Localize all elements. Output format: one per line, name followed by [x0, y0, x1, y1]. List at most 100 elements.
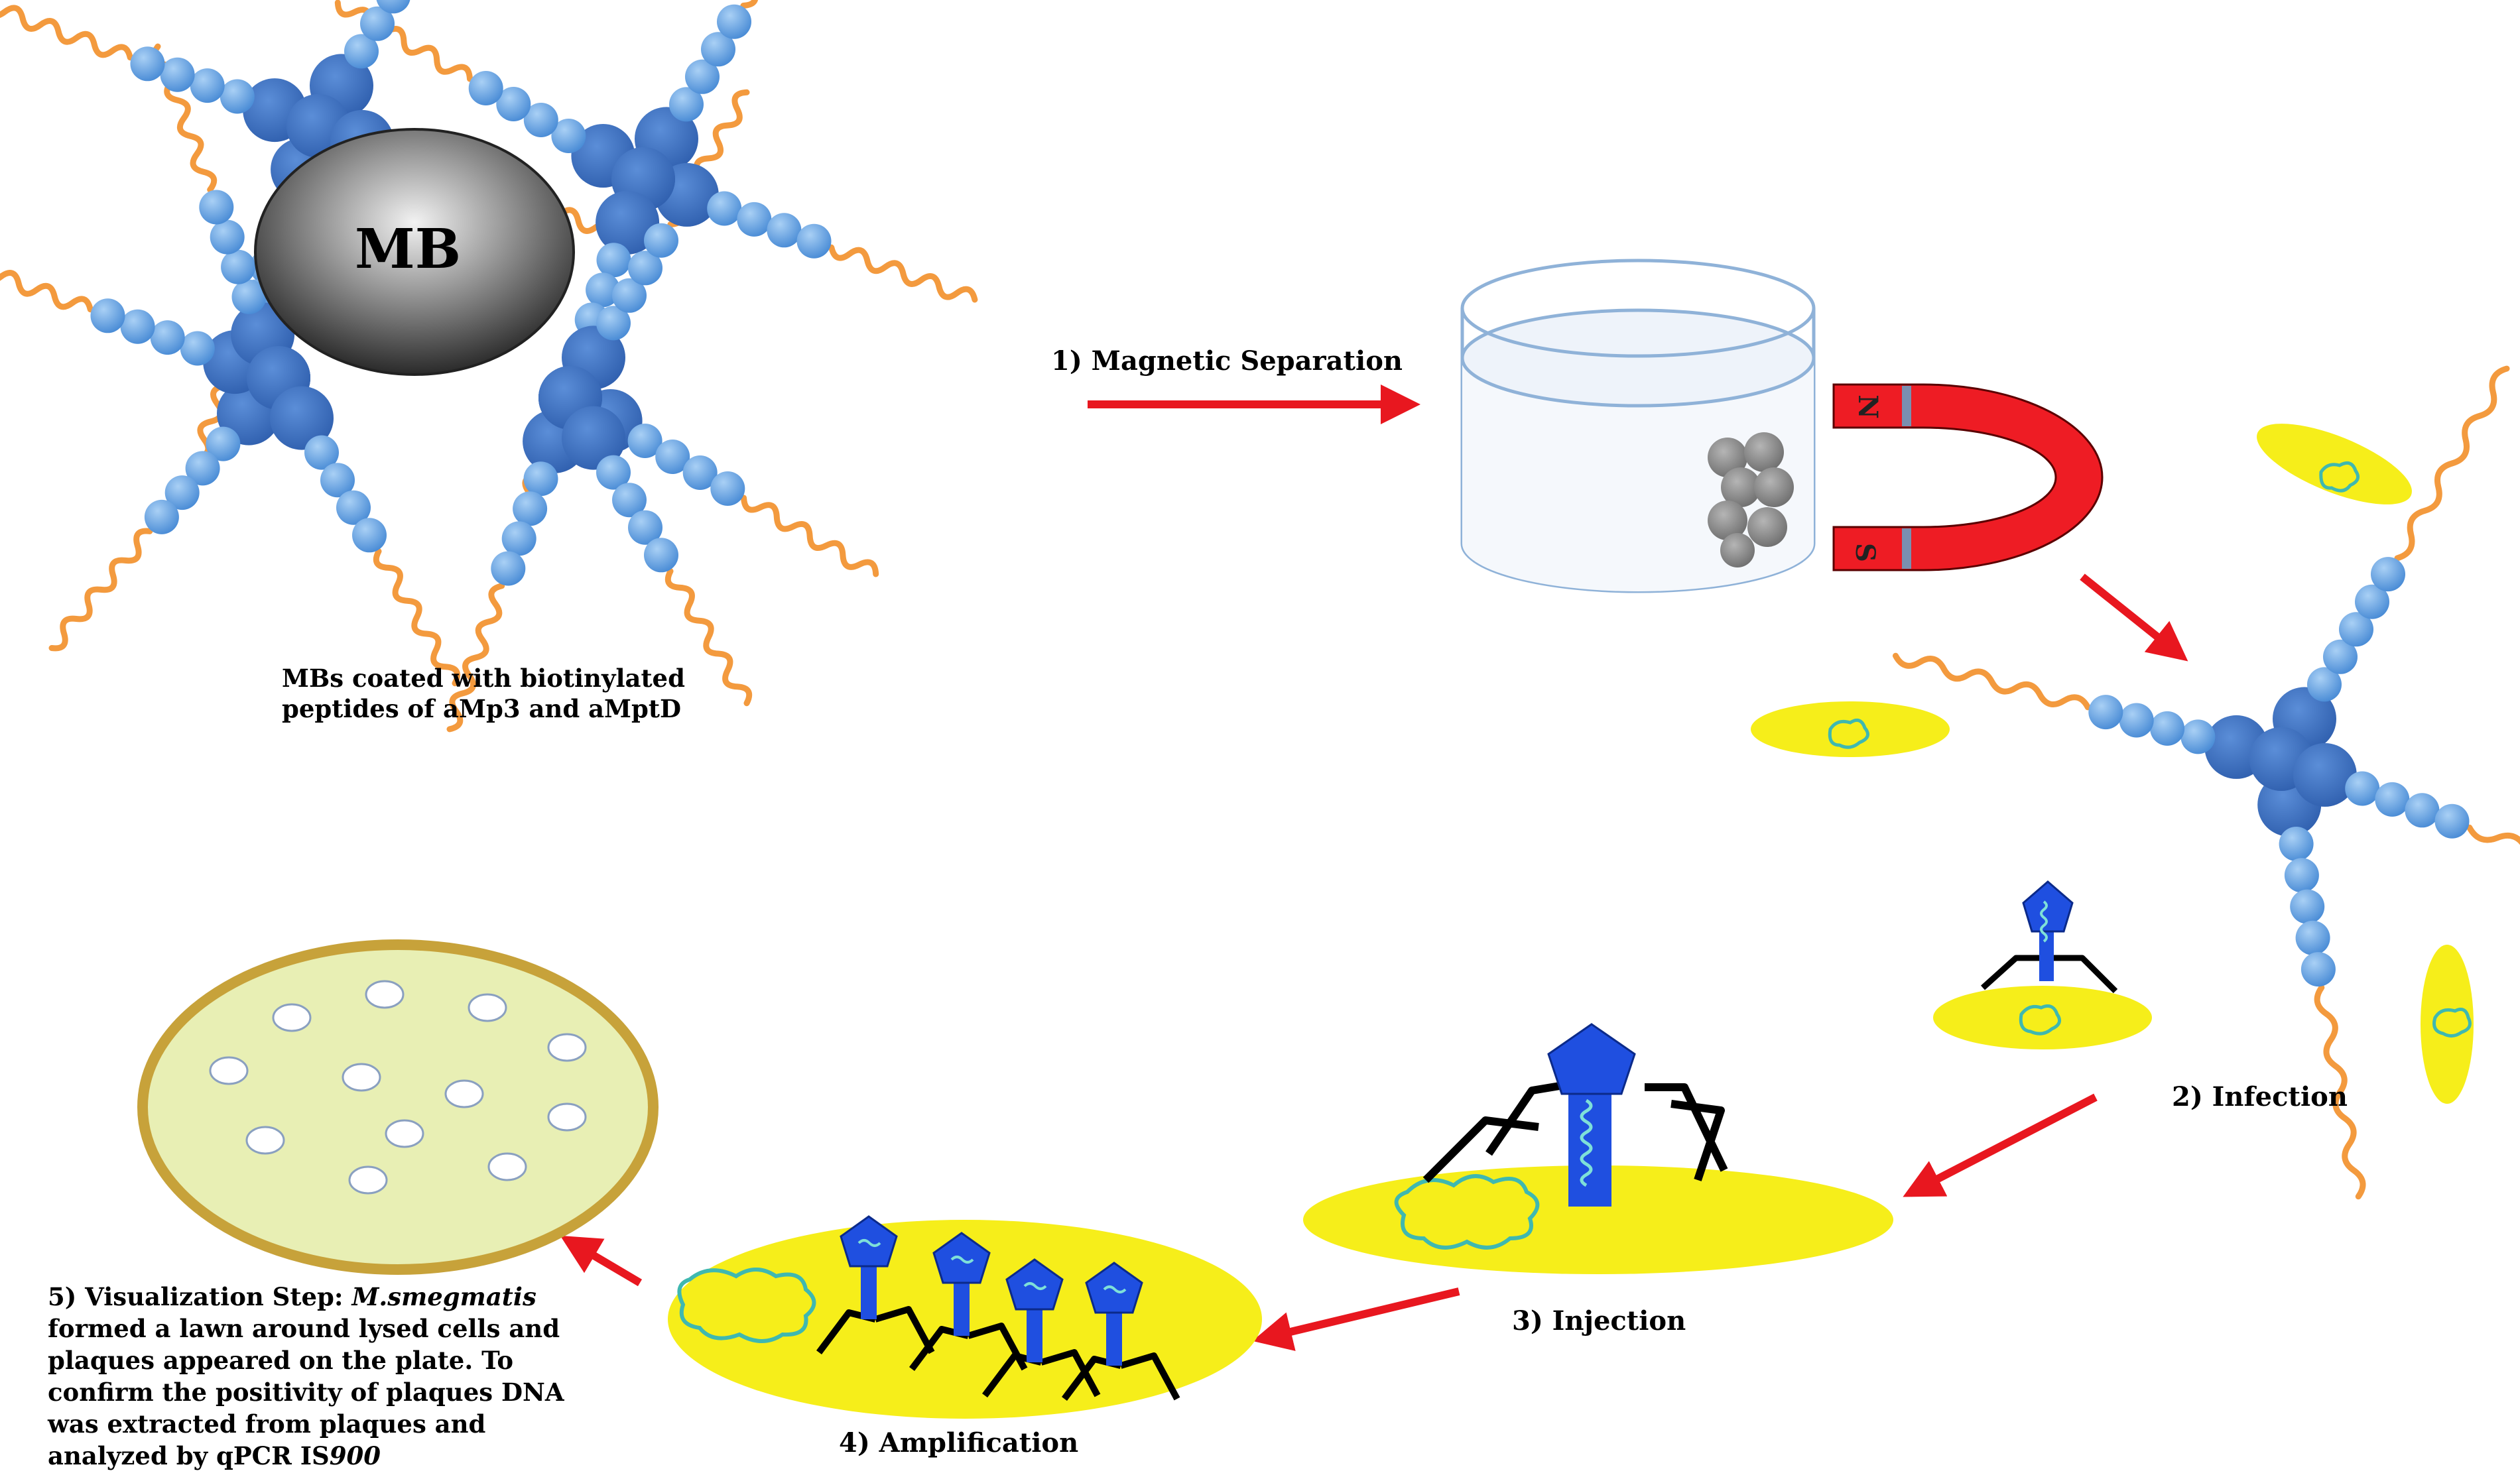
biotin-bead — [628, 510, 662, 545]
step-5-description: 5) Visualization Step: M.smegmatis forme… — [48, 1281, 564, 1472]
streptavidin-bead — [2293, 742, 2357, 807]
peptide-chain — [741, 495, 879, 577]
peptide-chain — [2466, 824, 2520, 845]
peptide-chain — [0, 270, 94, 313]
phage-dna — [1023, 1282, 1047, 1290]
injection-cell — [1303, 1023, 1893, 1274]
biotin-bead — [150, 320, 185, 355]
phage-small — [1980, 880, 2118, 994]
bead-caption-line-1: MBs coated with biotinylated — [282, 664, 685, 693]
biotin-bead — [90, 298, 125, 333]
biotin-bead — [2180, 719, 2216, 754]
arrow-step-4 — [1252, 1287, 1460, 1351]
biotin-bead — [199, 190, 234, 225]
biotin-bead — [120, 309, 155, 344]
step-5-line-4: confirm the positivity of plaques DNA — [48, 1378, 564, 1407]
biotin-bead — [2345, 771, 2380, 806]
phage-dna — [1103, 1285, 1127, 1293]
step-5-line-3: plaques appeared on the plate. To — [48, 1346, 514, 1375]
biotin-bead — [320, 463, 355, 498]
biotin-bead — [596, 243, 631, 278]
peptide-chain — [334, 0, 473, 82]
biotin-bead — [2355, 584, 2389, 619]
biotin-bead — [336, 490, 371, 525]
beads-right — [2088, 557, 2470, 987]
step-5-line-1: 5) Visualization Step: M.smegmatis — [48, 1281, 564, 1313]
biotin-bead — [2279, 827, 2314, 861]
streptavidin-bead — [596, 190, 660, 255]
biotin-bead — [160, 57, 195, 92]
biotin-bead — [2088, 695, 2123, 730]
arrow-step-3 — [1903, 1093, 2098, 1197]
phage-tail — [954, 1279, 970, 1336]
bead-caption: MBs coated with biotinylated peptides of… — [282, 663, 685, 724]
biotin-bead — [701, 32, 735, 67]
biotin-bead — [496, 87, 531, 121]
plaques — [209, 980, 587, 1195]
biotin-bead — [612, 483, 647, 518]
arrow-step-5 — [560, 1235, 643, 1287]
biotin-bead — [707, 191, 742, 226]
biotin-bead — [220, 79, 255, 114]
biotin-bead — [2323, 639, 2358, 674]
amplified-phage — [982, 1258, 1101, 1397]
biotin-bead — [2307, 667, 2342, 702]
phage-tail — [861, 1263, 877, 1319]
step-5-heading: 5) Visualization Step: — [48, 1282, 344, 1311]
phage-dna — [950, 1256, 974, 1264]
step-2-label: 2) Infection — [2172, 1081, 2348, 1112]
biotin-bead — [2284, 858, 2319, 893]
step-5-organism: M.smegmatis — [351, 1282, 536, 1311]
biotin-bead — [612, 278, 647, 313]
biotin-bead — [628, 251, 662, 286]
peptide-chain — [48, 528, 153, 652]
biotin-bead — [185, 451, 220, 486]
biotin-bead — [206, 426, 241, 461]
streptavidin-bead — [270, 386, 334, 450]
step-5-line-2: formed a lawn around lysed cells and — [48, 1314, 560, 1343]
biotin-bead — [523, 461, 558, 497]
biotin-bead — [231, 279, 267, 314]
biotin-bead — [468, 71, 503, 105]
peptide-chain — [0, 5, 133, 61]
biotin-bead — [710, 471, 745, 506]
peptide-chain — [446, 583, 505, 733]
biotin-bead — [2150, 711, 2185, 746]
biotin-bead — [2405, 793, 2440, 828]
peptide-chain — [740, 0, 758, 9]
amplified-phages — [816, 1215, 1180, 1401]
biotin-bead — [669, 87, 704, 122]
peptide-chains-right — [1893, 365, 2520, 1200]
step-5-last-italic: 900 — [329, 1441, 381, 1470]
bead-cluster-with-cells — [1751, 365, 2520, 1200]
biotin-bead — [2290, 889, 2325, 924]
biotin-bead — [717, 4, 751, 39]
biotin-bead — [360, 6, 395, 41]
petri-plate — [137, 939, 659, 1275]
biotin-bead — [685, 59, 720, 94]
amplification-cell — [668, 1215, 1262, 1419]
biotin-bead — [376, 0, 410, 14]
biotin-bead — [491, 551, 526, 586]
biotin-bead — [596, 455, 631, 490]
phage-tail — [1106, 1309, 1122, 1366]
biotin-bead — [2295, 920, 2330, 955]
bead-caption-line-2: peptides of aMp3 and aMptD — [282, 694, 682, 723]
biotin-bead — [627, 424, 662, 458]
biotin-bead — [596, 306, 631, 341]
biotin-bead — [551, 119, 586, 153]
biotin-bead — [767, 213, 802, 248]
bacterial-cells-right — [1751, 424, 2474, 1104]
peptide-chain — [373, 548, 461, 687]
step-5-last-prefix: analyzed by qPCR IS — [48, 1441, 330, 1470]
biotin-bead — [513, 491, 548, 526]
phage-tail — [1027, 1306, 1042, 1362]
biotin-bead — [586, 272, 621, 308]
peptide-chains — [0, 0, 978, 733]
biotin-bead — [2339, 612, 2373, 647]
biotin-peptide-beads — [90, 0, 832, 586]
biotin-bead — [655, 440, 690, 474]
biotin-bead — [190, 68, 225, 103]
peptide-chain — [2314, 984, 2366, 1200]
